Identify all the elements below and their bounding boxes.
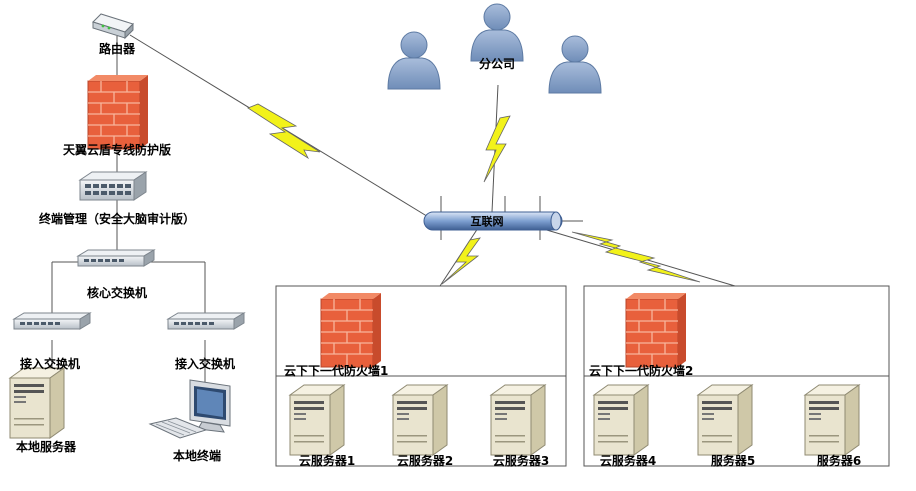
core-switch-icon <box>77 249 155 267</box>
cloud-server-4-icon <box>593 384 649 456</box>
cloud-region-1 <box>275 285 567 467</box>
audit-switch-icon <box>78 171 148 201</box>
cloud-server-1-icon <box>289 384 345 456</box>
core-switch-label: 核心交换机 <box>86 286 148 300</box>
cloud-firewall-1-icon <box>320 292 382 368</box>
cloud-server-3-icon <box>490 384 546 456</box>
router-icon <box>92 13 134 40</box>
cloud-server-4-label: 云服务器4 <box>599 454 657 468</box>
cloud-server-2-icon <box>392 384 448 456</box>
internet-cloud1-link <box>439 227 481 287</box>
server-5-label: 服务器5 <box>710 454 756 468</box>
server-5-icon <box>697 384 753 456</box>
branch-label: 分公司 <box>478 57 516 71</box>
cloud-firewall-1-label: 云下下一代防火墙1 <box>284 364 389 378</box>
local-server-icon <box>9 367 65 439</box>
cloud-firewall-2-label: 云下下一代防火墙2 <box>589 364 694 378</box>
access-switch-1-icon <box>13 312 91 330</box>
branch-internet-link <box>483 84 511 213</box>
internet-cable-icon <box>423 196 583 240</box>
computer-icon <box>148 379 231 439</box>
server-6-label: 服务器6 <box>816 454 862 468</box>
person-icon <box>387 31 441 90</box>
access-switch-2-icon <box>167 312 245 330</box>
firewall-icon <box>87 74 149 150</box>
local-server-label: 本地服务器 <box>15 440 77 454</box>
cloud-server-2-label: 云服务器2 <box>396 454 454 468</box>
access-switch-1-label: 接入交换机 <box>19 357 81 371</box>
local-terminal-label: 本地终端 <box>172 449 222 463</box>
terminal-mgmt-label: 终端管理（安全大脑审计版） <box>38 212 196 226</box>
cloud-server-3-label: 云服务器3 <box>492 454 550 468</box>
server-6-icon <box>804 384 860 456</box>
internet-cloud2-link <box>539 227 736 287</box>
person-icon <box>470 3 524 62</box>
router-internet-link <box>129 34 431 219</box>
router-label: 路由器 <box>98 42 136 56</box>
cloud-firewall-2-icon <box>625 292 687 368</box>
cloud-region-2 <box>583 285 890 467</box>
cloud-server-1-label: 云服务器1 <box>298 454 356 468</box>
internet-label: 互联网 <box>470 215 504 228</box>
access-switch-2-label: 接入交换机 <box>174 357 236 371</box>
firewall-main-label: 天翼云盾专线防护版 <box>62 143 172 157</box>
person-icon <box>548 35 602 94</box>
